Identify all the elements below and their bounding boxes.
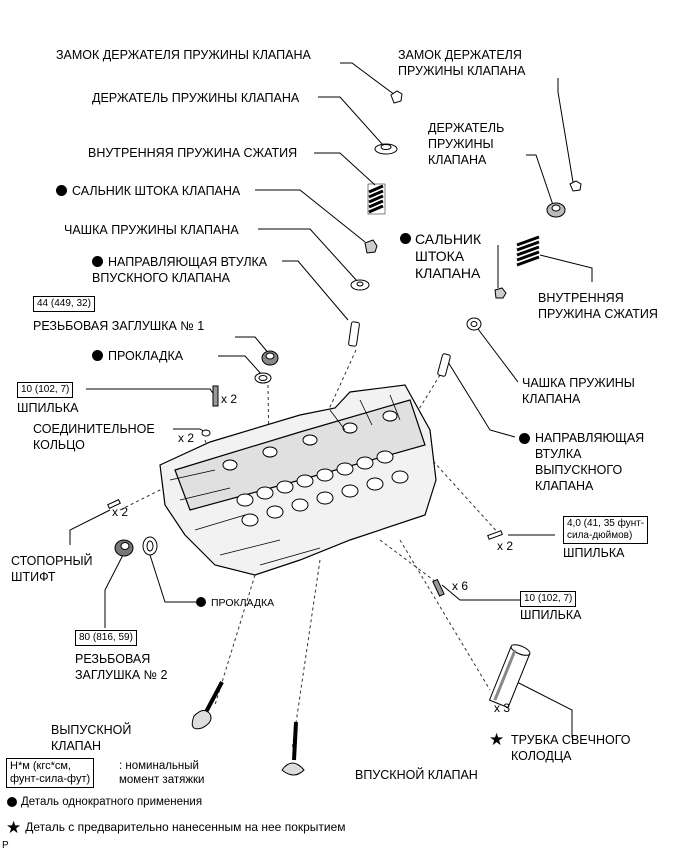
exhaust-valve-part — [191, 681, 224, 730]
label-exhaust-valve: ВЫПУСКНОЙ КЛАПАН — [51, 723, 132, 753]
label-intake-guide: НАПРАВЛЯЮЩАЯ ВТУЛКА ВПУСКНОГО КЛАПАНА — [92, 255, 268, 285]
spark-tube-part — [488, 644, 531, 709]
leader-stud-right2 — [441, 584, 520, 601]
label-retainer-lock-right: ЗАМОК ДЕРЖАТЕЛЯ ПРУЖИНЫ КЛАПАНА — [398, 48, 526, 78]
leader-seat-left — [258, 228, 359, 283]
spring-right-part — [516, 235, 540, 267]
label-plug2: РЕЗЬБОВАЯ ЗАГЛУШКА № 2 — [75, 652, 168, 682]
leader-plug2 — [104, 552, 125, 628]
torque-box-stud-left: 10 (102, 7) — [17, 382, 74, 398]
single-use-marker — [400, 233, 411, 244]
retainer-lock-part — [390, 90, 403, 104]
corner-mark: P — [2, 840, 9, 851]
stud-right1-part — [487, 530, 503, 540]
cylinder-head — [159, 384, 437, 576]
stud-left-part — [212, 385, 219, 407]
label-spring-left: ВНУТРЕННЯЯ ПРУЖИНА СЖАТИЯ — [88, 146, 298, 160]
ring-part — [201, 429, 211, 437]
label-gasket1: ПРОКЛАДКА — [92, 348, 183, 364]
leader-lock-right — [557, 78, 574, 183]
precoated-star-icon: ★ — [6, 818, 22, 837]
oil-seal-right-part — [494, 287, 507, 299]
label-plug1: РЕЗЬБОВАЯ ЗАГЛУШКА № 1 — [33, 319, 205, 333]
leader-retainer-right — [526, 154, 554, 206]
legend-torque-box: Н*м (кгс*см, фунт-сила-фут) — [6, 758, 95, 788]
label-oil-seal-left: САЛЬНИК ШТОКА КЛАПАНА — [56, 183, 240, 199]
label-stud-right1: ШПИЛЬКА — [563, 546, 625, 560]
single-use-marker — [196, 597, 206, 607]
mult-stud-left: x 2 — [221, 392, 238, 406]
retainer-lock-right-part — [569, 180, 582, 192]
single-use-marker — [519, 433, 530, 444]
single-use-marker — [56, 185, 67, 196]
leader-seat-right — [474, 324, 519, 383]
torque-box-stud-right1: 4,0 (41, 35 фунт- сила-дюймов) — [563, 516, 649, 544]
exhaust-guide-part — [437, 353, 451, 377]
legend-precoated: ★Деталь с предварительно нанесенным на н… — [6, 818, 346, 837]
leader-pin — [69, 509, 111, 545]
leader-stud-left — [86, 388, 216, 397]
leader-retainer-left — [318, 96, 384, 146]
label-intake-valve: ВПУСКНОЙ КЛАПАН — [355, 768, 478, 782]
label-ring: СОЕДИНИТЕЛЬНОЕ КОЛЬЦО — [33, 422, 155, 452]
legend-torque-desc: : номинальный момент затяжки — [119, 760, 205, 786]
torque-box-stud-right2: 10 (102, 7) — [520, 591, 577, 607]
label-retainer-lock-left: ЗАМОК ДЕРЖАТЕЛЯ ПРУЖИНЫ КЛАПАНА — [56, 48, 311, 62]
torque-box-plug1: 44 (449, 32) — [33, 296, 95, 312]
leader-spring-right — [539, 254, 593, 282]
legend-single-use: Деталь однократного применения — [21, 796, 203, 808]
leader-tube — [510, 678, 573, 738]
pin-part — [107, 498, 121, 510]
torque-box-plug2: 80 (816, 59) — [75, 630, 137, 646]
label-pin: СТОПОРНЫЙ ШТИФТ — [11, 554, 93, 584]
intake-valve-part — [281, 721, 305, 776]
label-seat-right: ЧАШКА ПРУЖИНЫ КЛАПАНА — [522, 376, 635, 406]
mult-tube: x 3 — [494, 701, 511, 715]
intake-guide-part — [348, 321, 360, 347]
mult-ring: x 2 — [178, 431, 195, 445]
leader-lock-left — [340, 62, 396, 96]
leader-spring-left — [314, 152, 376, 186]
label-stud-left: ШПИЛЬКА — [17, 401, 79, 415]
label-spark-tube: ★ТРУБКА СВЕЧНОГО КОЛОДЦА — [489, 730, 631, 763]
single-use-marker — [92, 256, 103, 267]
oil-seal-part — [364, 239, 378, 254]
spring-part — [367, 183, 386, 215]
leader-gasket1 — [218, 355, 263, 376]
label-gasket2: ПРОКЛАДКА — [196, 597, 274, 610]
label-seat-left: ЧАШКА ПРУЖИНЫ КЛАПАНА — [64, 223, 239, 237]
single-use-marker — [92, 350, 103, 361]
plug2-part — [114, 539, 134, 557]
plug1-part — [261, 350, 279, 366]
mult-stud-right2: x 6 — [452, 579, 469, 593]
label-exhaust-guide: НАПРАВЛЯЮЩАЯ ВТУЛКА ВЫПУСКНОГО КЛАПАНА — [519, 430, 644, 494]
mult-stud-right1: x 2 — [497, 539, 514, 553]
label-retainer-left: ДЕРЖАТЕЛЬ ПРУЖИНЫ КЛАПАНА — [92, 91, 300, 105]
single-use-dot — [7, 797, 17, 807]
label-oil-seal-right: САЛЬНИК ШТОКА КЛАПАНА — [400, 231, 481, 282]
label-stud-right2: ШПИЛЬКА — [520, 608, 582, 622]
leader-exhaust-guide — [447, 361, 516, 438]
leader-gasket2 — [149, 554, 198, 603]
label-spring-right: ВНУТРЕННЯЯ ПРУЖИНА СЖАТИЯ — [538, 291, 658, 321]
precoated-marker: ★ — [489, 730, 505, 749]
label-retainer-right: ДЕРЖАТЕЛЬ ПРУЖИНЫ КЛАПАНА — [428, 121, 505, 167]
leader-seal-left — [255, 189, 366, 243]
leader-plug1 — [235, 336, 271, 356]
stud-right2-part — [432, 578, 445, 597]
leader-intake-guide — [282, 260, 349, 321]
mult-pin: x 2 — [112, 505, 129, 519]
